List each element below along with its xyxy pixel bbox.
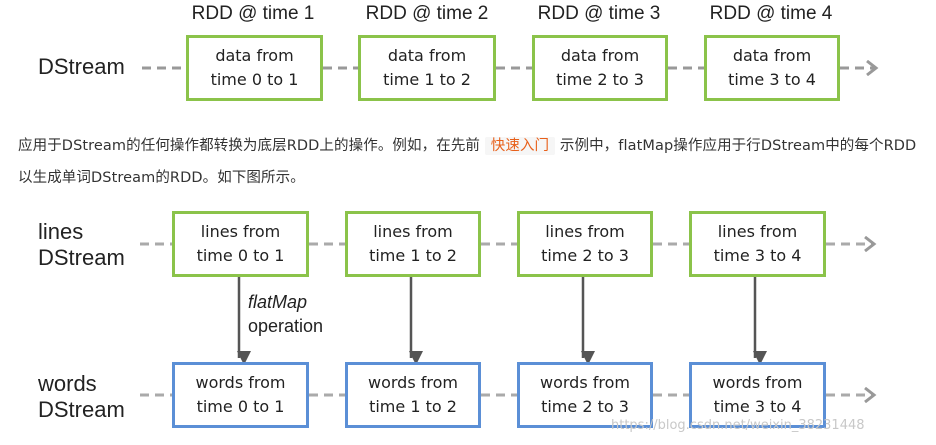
rdd-box-line2: time 3 to 4 [728, 70, 816, 89]
rdd-header-4: RDD @ time 4 [709, 3, 833, 24]
watermark: https://blog.csdn.net/weixin_38231448 [611, 418, 865, 433]
lines-label-line1: lines [38, 219, 84, 244]
rdd-box-line1: data from [732, 46, 812, 65]
lines-box-line2: time 3 to 4 [713, 246, 802, 265]
flatmap-arrows [237, 275, 767, 365]
rdd-box-4: data from time 3 to 4 [704, 35, 840, 101]
words-dstream-label: words DStream [38, 371, 125, 423]
quick-start-link[interactable]: 快速入门 [484, 137, 556, 155]
lines-dstream-label: lines DStream [38, 219, 125, 271]
operation-name: flatMap [248, 292, 308, 312]
lines-box-line2: time 0 to 1 [196, 246, 285, 265]
words-box-line2: time 3 to 4 [713, 397, 802, 416]
rdd-box-line2: time 1 to 2 [383, 70, 471, 89]
lines-box-line2: time 2 to 3 [541, 246, 629, 265]
lines-box-1: lines from time 0 to 1 [172, 211, 309, 277]
words-label-line1: words [38, 371, 97, 396]
paragraph-text-1: 应用于DStream的任何操作都转换为底层RDD上的操作。例如，在先前 [18, 138, 485, 154]
dstream-label: DStream [38, 54, 125, 79]
lines-box-line1: lines from [545, 222, 625, 241]
words-box-line1: words from [368, 373, 458, 392]
words-box-line2: time 0 to 1 [196, 397, 285, 416]
rdd-header-1: RDD @ time 1 [191, 3, 315, 24]
operation-suffix: operation [248, 316, 324, 336]
rdd-box-3: data from time 2 to 3 [532, 35, 668, 101]
words-box-1: words from time 0 to 1 [172, 362, 309, 428]
words-box-line2: time 1 to 2 [369, 397, 457, 416]
rdd-box-line1: data from [387, 46, 467, 65]
words-box-3: words from time 2 to 3 [517, 362, 653, 428]
lines-box-line1: lines from [717, 222, 798, 241]
words-box-line1: words from [195, 373, 286, 392]
words-label-line2: DStream [38, 397, 125, 422]
rdd-box-line1: data from [560, 46, 640, 65]
paragraph-text-2: 示例中，flatMap操作应用于行DStream中的每个RDD以生成单词DStr… [18, 138, 917, 186]
rdd-box-1: data from time 0 to 1 [186, 35, 323, 101]
lines-box-3: lines from time 2 to 3 [517, 211, 653, 277]
lines-box-line2: time 1 to 2 [369, 246, 457, 265]
words-box-2: words from time 1 to 2 [345, 362, 481, 428]
rdd-box-line1: data from [215, 46, 294, 65]
rdd-box-2: data from time 1 to 2 [358, 35, 496, 101]
rdd-box-line2: time 2 to 3 [556, 70, 644, 89]
rdd-header-2: RDD @ time 2 [365, 3, 489, 24]
flatmap-operation-label: flatMap operation [248, 290, 323, 338]
lines-label-line2: DStream [38, 245, 125, 270]
description-paragraph: 应用于DStream的任何操作都转换为底层RDD上的操作。例如，在先前 快速入门… [18, 130, 918, 194]
rdd-box-line2: time 0 to 1 [210, 70, 299, 89]
words-box-4: words from time 3 to 4 [689, 362, 826, 428]
lines-box-2: lines from time 1 to 2 [345, 211, 481, 277]
rdd-header-3: RDD @ time 3 [537, 3, 661, 24]
words-box-line2: time 2 to 3 [541, 397, 629, 416]
lines-box-line1: lines from [200, 222, 281, 241]
words-box-line1: words from [540, 373, 630, 392]
words-box-line1: words from [712, 373, 803, 392]
lines-box-4: lines from time 3 to 4 [689, 211, 826, 277]
lines-box-line1: lines from [373, 222, 453, 241]
